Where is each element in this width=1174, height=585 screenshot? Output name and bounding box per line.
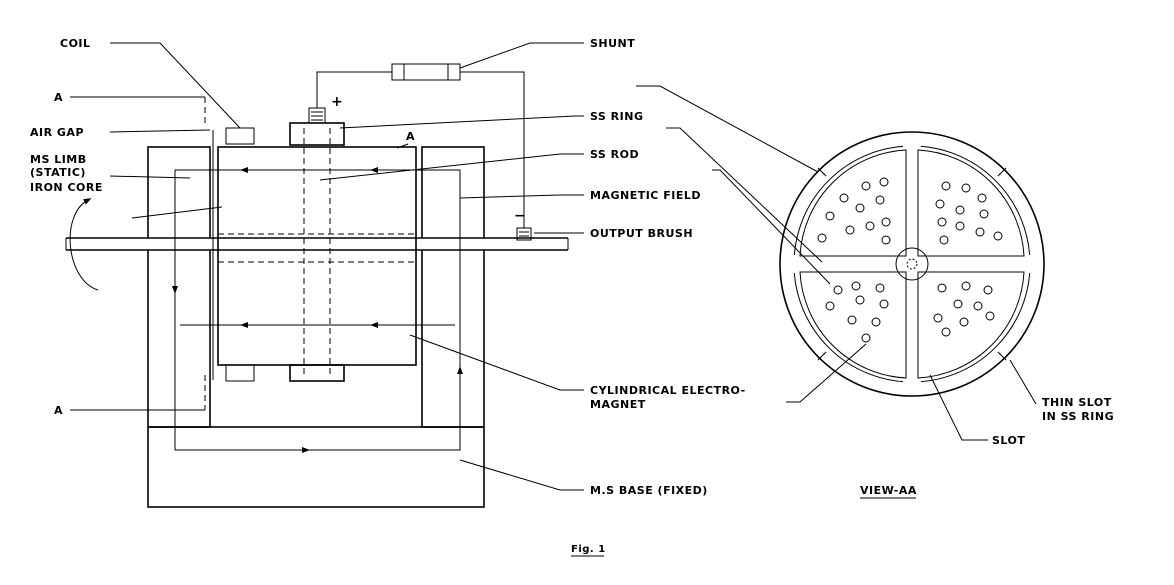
label-plus: +	[331, 94, 343, 110]
ms-limb-left	[147, 146, 211, 428]
label-output-brush: OUTPUT BRUSH	[590, 227, 693, 240]
leader-lines	[109, 42, 584, 491]
view-aa	[779, 131, 1045, 397]
view-aa-leaders	[636, 85, 1037, 441]
cylindrical-electromagnet	[217, 146, 417, 366]
label-cylindrical-1: CYLINDRICAL ELECTRO-	[590, 384, 746, 397]
positive-brush	[308, 107, 326, 124]
ss-ring-bottom	[289, 364, 345, 382]
label-shunt: SHUNT	[590, 37, 635, 50]
label-cylindrical-2: MAGNET	[590, 398, 646, 411]
coil-top	[225, 127, 255, 145]
label-thin-slot-2: IN SS RING	[1042, 410, 1114, 423]
ss-ring-top	[289, 122, 345, 146]
label-ss-rod: SS ROD	[590, 148, 639, 161]
section-marker-bottom: A	[54, 375, 206, 417]
rotation-arrow	[69, 198, 99, 291]
section-marker-top: A	[54, 91, 206, 125]
label-thin-slot-1: THIN SLOT	[1042, 396, 1112, 409]
ms-base	[147, 426, 485, 508]
shaft	[65, 237, 569, 251]
label-slot: SLOT	[992, 434, 1025, 447]
label-ms-limb-static: (STATIC)	[30, 166, 86, 179]
label-minus: −	[514, 208, 526, 224]
section-a-bottom-label: A	[54, 404, 63, 417]
coil-bottom	[225, 364, 255, 382]
label-air-gap: AIR GAP	[30, 126, 84, 139]
label-magnetic-field: MAGNETIC FIELD	[590, 189, 701, 202]
rod-holes	[817, 177, 1003, 343]
label-view-aa: VIEW-AA	[860, 484, 917, 497]
section-a-top-label: A	[54, 91, 63, 104]
ms-limb-right	[421, 146, 485, 428]
magnetic-field-path	[172, 167, 463, 453]
label-coil: COIL	[60, 37, 91, 50]
label-ms-base: M.S BASE (FIXED)	[590, 484, 708, 497]
label-iron-core: IRON CORE	[30, 181, 103, 194]
label-ms-limb: MS LIMB	[30, 153, 87, 166]
figure-caption: Fig. 1	[571, 544, 606, 555]
section-a-core-label: A	[406, 130, 415, 143]
ss-rod	[303, 128, 331, 375]
label-ss-ring: SS RING	[590, 110, 643, 123]
shunt-circuit	[316, 63, 525, 228]
